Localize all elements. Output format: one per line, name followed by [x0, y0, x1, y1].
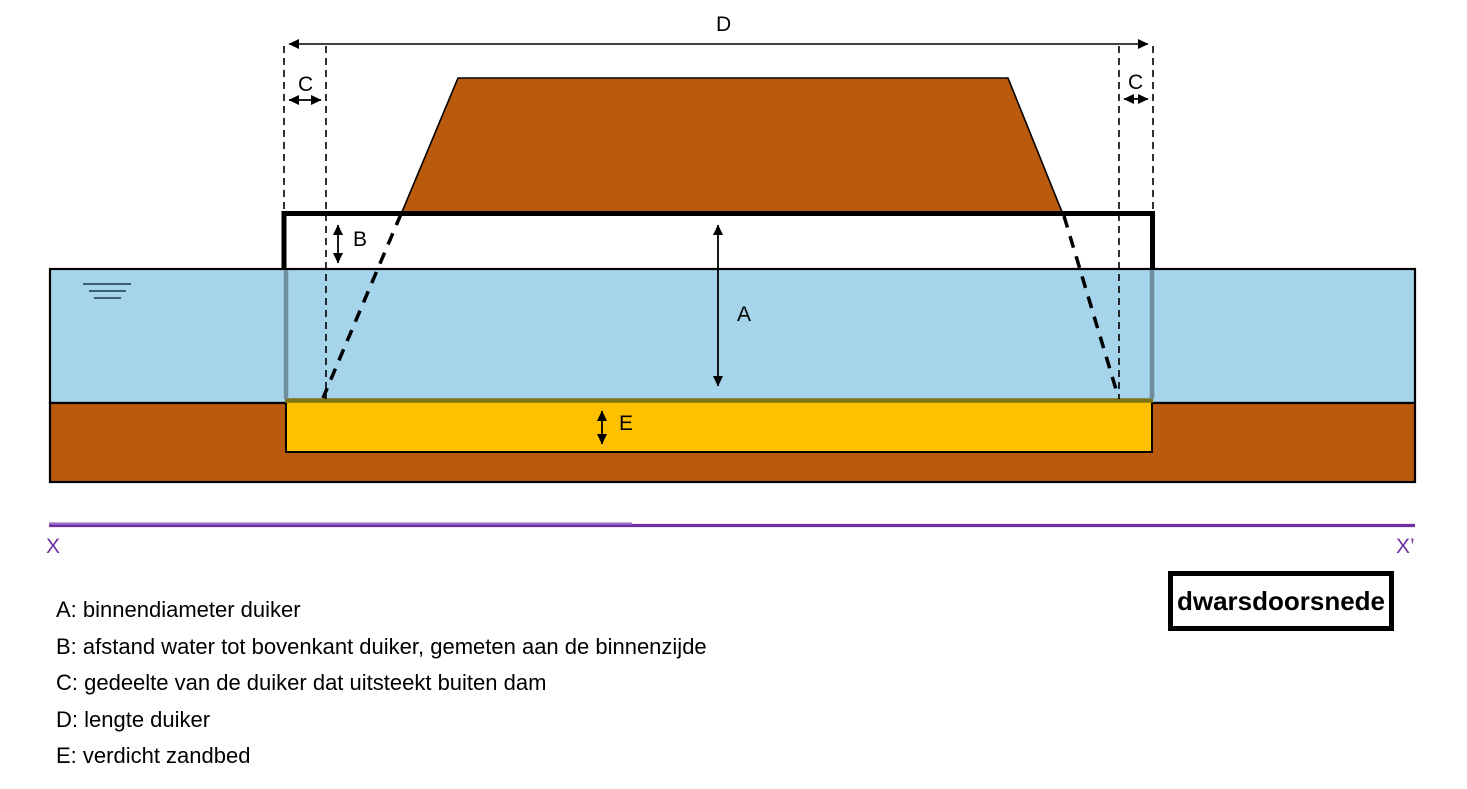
title-box: dwarsdoorsnede [1168, 571, 1394, 631]
dam-slope-dashed-right [1062, 215, 1120, 397]
water-body [48, 267, 1417, 405]
section-label-x-prime: X’ [1396, 535, 1415, 558]
title-box-label: dwarsdoorsnede [1176, 585, 1386, 616]
culvert-pipe-outline [281, 211, 1155, 268]
dim-label-c-left: C [298, 73, 314, 96]
section-label-x: X [46, 535, 61, 558]
legend-item-b: B: afstand water tot bovenkant duiker, g… [56, 633, 707, 659]
dam-embankment [400, 77, 1064, 213]
legend-item-d: D: lengte duiker [56, 706, 211, 732]
sand-bed [285, 399, 1153, 453]
dim-label-c-right: C [1128, 71, 1144, 94]
dim-label-a: A [737, 303, 752, 326]
legend: A: binnendiameter duiker B: afstand wate… [56, 592, 707, 775]
legend-item-a: A: binnendiameter duiker [56, 597, 301, 622]
dim-label-b: B [353, 228, 368, 251]
water-level-icon [83, 283, 131, 299]
legend-item-c: C: gedeelte van de duiker dat uitsteekt … [56, 670, 547, 696]
dim-label-e: E [619, 412, 634, 435]
dim-label-d: D [716, 13, 732, 36]
legend-item-e: E: verdicht zandbed [56, 743, 251, 769]
